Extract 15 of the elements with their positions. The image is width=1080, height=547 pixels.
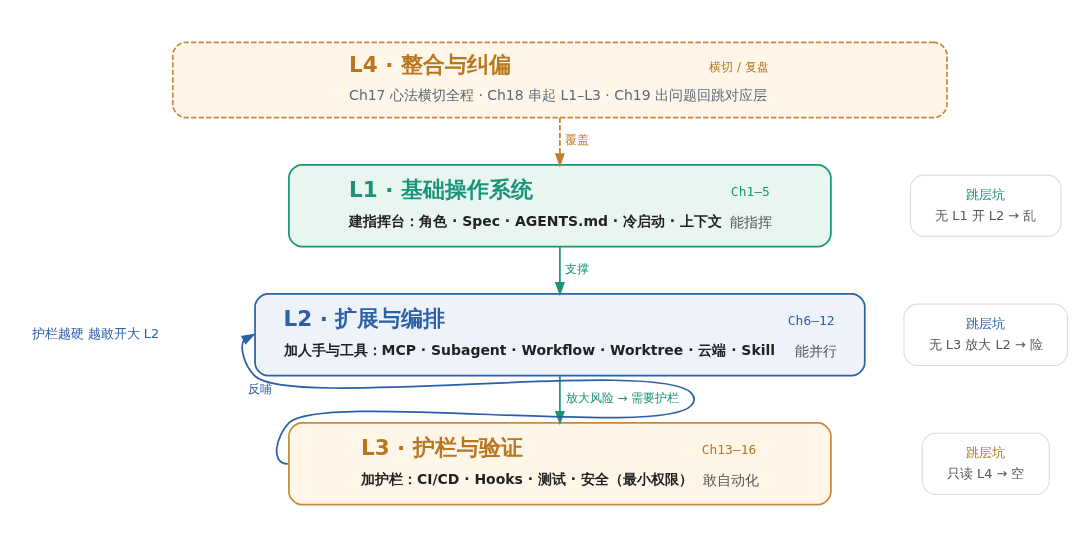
node-box: L1 · 基础操作系统 Ch1–5 建指挥台：角色 · Spec · AGENTS.md · 冷启动 · 上下文 能指挥 bbox=[288, 164, 832, 248]
label: 护栏越硬 越敢开大 L2 bbox=[31, 326, 160, 342]
node-box: 跳层坑 无 L3 放大 L2 → 险 bbox=[903, 303, 1068, 366]
arrow bbox=[554, 245, 565, 297]
node-box: L4 · 整合与纠偏 横切 / 复盘 Ch17 心法横切全程 · Ch18 串起 L1–L3 · Ch19 出问题回跳对应层 bbox=[171, 41, 948, 119]
edge-label: 覆盖 bbox=[565, 133, 590, 148]
node-box: 跳层坑 无 L1 开 L2 → 乱 bbox=[909, 174, 1062, 237]
node-box: L2 · 扩展与编排 Ch6–12 加人手与工具：MCP · Subagent · Workflow · Worktree · 云端 · Skill 能并行 bbox=[254, 293, 866, 377]
arrow bbox=[554, 116, 565, 168]
node-box: 跳层坑 只读 L4 → 空 bbox=[921, 432, 1050, 496]
edge-label: 反哺 bbox=[248, 382, 273, 397]
arrow bbox=[240, 333, 695, 465]
node-box: L3 · 护栏与验证 Ch13–16 加护栏：CI/CD · Hooks · 测试 · 安全（最小权限） 敢自动化 bbox=[288, 422, 832, 506]
edge-label: 支撑 bbox=[565, 262, 590, 277]
edge-label: 放大风险 → 需要护栏 bbox=[565, 391, 680, 406]
